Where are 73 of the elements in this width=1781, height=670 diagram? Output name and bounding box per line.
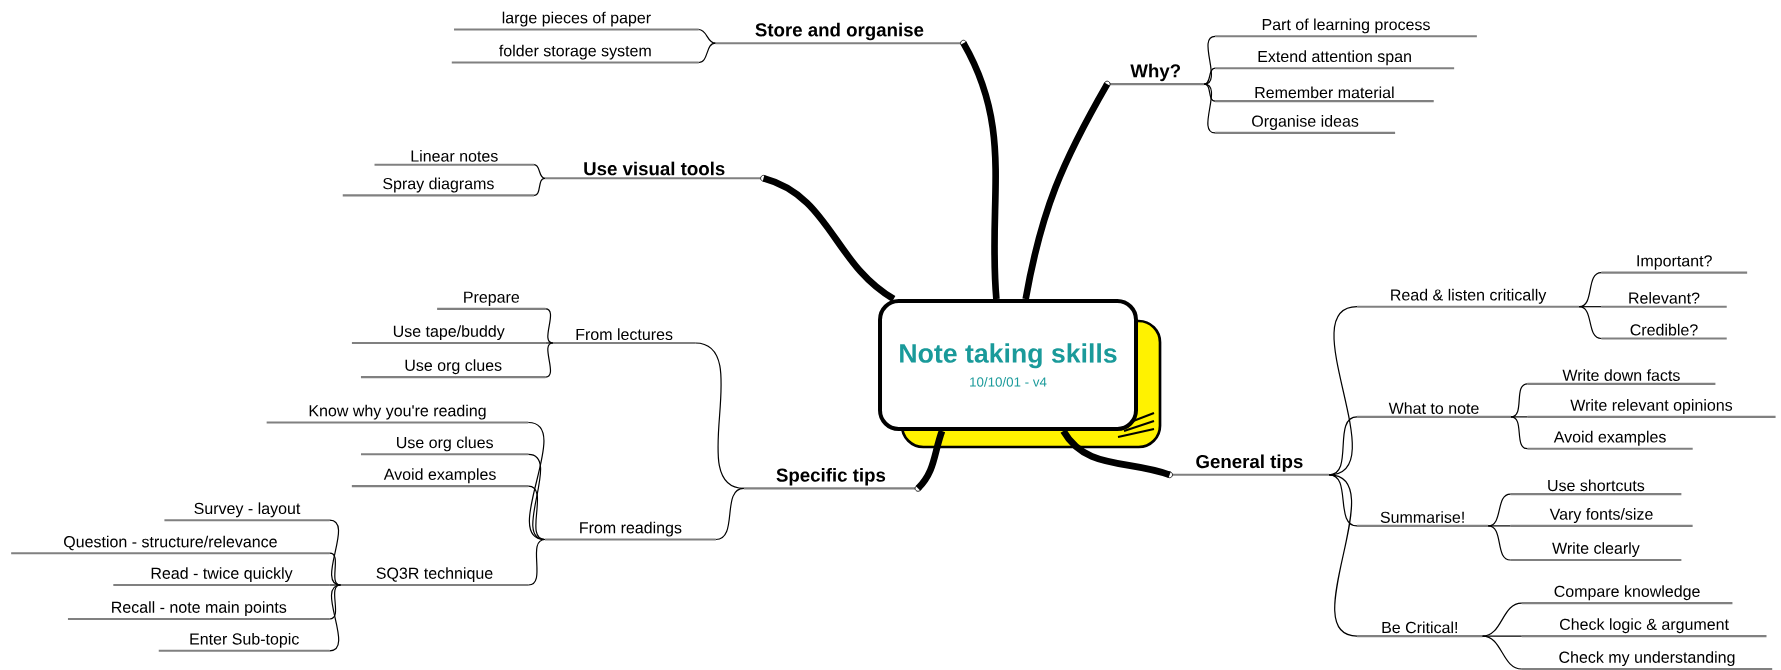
branch-label: Enter Sub-topic — [158, 632, 330, 652]
connector — [329, 584, 342, 652]
branch-label: Write relevant opinions — [1527, 399, 1776, 418]
connector — [1060, 429, 1171, 478]
branch-heading: Specific tips — [743, 468, 922, 492]
branch-label: What to note — [1357, 402, 1511, 418]
connector — [1203, 83, 1216, 102]
connector — [1481, 635, 1523, 670]
connector — [527, 421, 546, 541]
branch-label: large pieces of paper — [454, 11, 699, 31]
connector — [544, 342, 554, 344]
branch-label: Compare knowledge — [1521, 585, 1733, 605]
branch-label: Write clearly — [1510, 542, 1682, 562]
branch-label: Use org clues — [360, 359, 546, 379]
branch-label: Relevant? — [1601, 292, 1727, 308]
branch-label: Survey - layout — [164, 502, 330, 522]
connector — [1203, 67, 1216, 85]
branch-label: From readings — [544, 521, 716, 541]
connector — [698, 28, 716, 44]
connector — [329, 519, 342, 586]
branch-label: Organise ideas — [1215, 115, 1396, 134]
connector — [960, 41, 1000, 300]
branch-label: Check my understanding — [1521, 651, 1773, 670]
connector — [1510, 416, 1529, 450]
branch-label: Read & listen critically — [1357, 288, 1580, 308]
connector — [698, 42, 716, 64]
branch-label: Know why you're reading — [266, 404, 529, 424]
branch-label: From lectures — [552, 328, 696, 345]
branch-heading: Store and organise — [715, 22, 967, 47]
branch-heading: Why? — [1103, 63, 1205, 88]
connector — [544, 342, 554, 378]
connector — [1487, 525, 1512, 561]
connector — [1328, 474, 1358, 637]
connector — [527, 485, 546, 541]
branch-label: Read - twice quickly — [113, 567, 330, 587]
branch-label: Prepare — [437, 291, 546, 310]
connector — [544, 308, 554, 344]
branch-label: folder storage system — [451, 44, 699, 64]
branch-heading: General tips — [1166, 454, 1330, 479]
branch-label: Write down facts — [1527, 369, 1716, 385]
connector — [533, 177, 546, 196]
branch-label: Important? — [1601, 255, 1748, 274]
branch-label: Summarise! — [1357, 511, 1489, 527]
connector — [1481, 635, 1523, 637]
connector — [1022, 82, 1111, 300]
branch-label: Use shortcuts — [1510, 479, 1682, 496]
connector — [527, 538, 546, 586]
connector — [762, 175, 896, 302]
branch-label: Spray diagrams — [342, 177, 535, 197]
branch-label: Be Critical! — [1357, 621, 1483, 638]
branch-label: Extend attention span — [1215, 50, 1455, 70]
connector — [1578, 306, 1602, 340]
branch-heading: Use visual tools — [544, 161, 767, 182]
branch-label: Credible? — [1601, 323, 1727, 340]
connector — [533, 164, 546, 179]
branch-label: Avoid examples — [1527, 430, 1693, 450]
branch-label: Linear notes — [374, 150, 535, 166]
branch-label: Vary fonts/size — [1510, 508, 1693, 527]
connector — [715, 487, 745, 541]
connector — [1203, 83, 1216, 134]
branch-label: Use org clues — [361, 436, 529, 456]
branch-label: Avoid examples — [351, 468, 529, 488]
branch-label: Use tape/buddy — [351, 325, 546, 345]
connector — [1510, 416, 1529, 418]
central-box: Note taking skills 10/10/01 - v4 — [878, 299, 1162, 449]
branch-label: Question - structure/relevance — [11, 535, 330, 555]
branch-label: Remember material — [1215, 86, 1434, 103]
branch-label: Recall - note main points — [67, 601, 330, 621]
connector — [329, 584, 342, 586]
branch-label: Part of learning process — [1215, 18, 1477, 38]
connector — [1487, 525, 1511, 527]
branch-label: SQ3R technique — [340, 567, 529, 587]
branch-label: Check logic & argument — [1521, 618, 1767, 638]
